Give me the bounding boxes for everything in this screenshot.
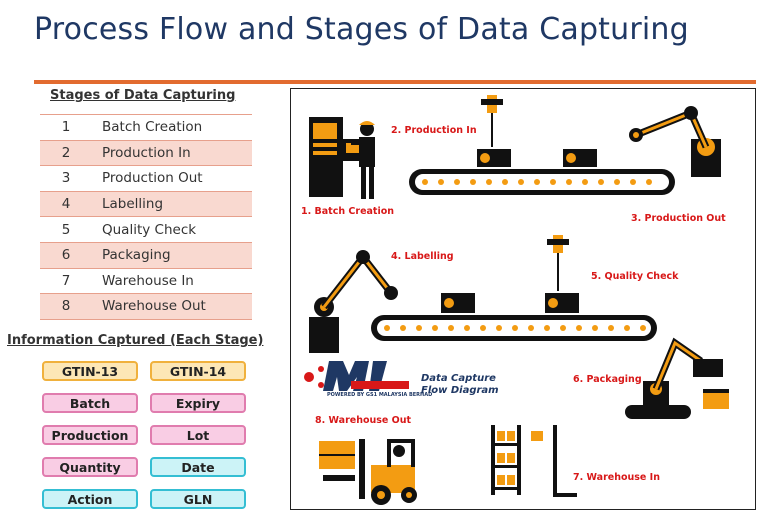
stage-name: Production In xyxy=(102,144,191,161)
flow-diagram: 2. Production In 1. Batch Creation 3. Pr… xyxy=(290,88,756,510)
label-warehouse-out: 8. Warehouse Out xyxy=(315,415,412,426)
chip-quantity: Quantity xyxy=(42,457,138,477)
logo-line-1: Data Capture xyxy=(421,373,496,384)
packaging-robot-icon xyxy=(625,337,729,419)
conveyor-belt-1-icon xyxy=(409,169,675,195)
stage-row: 1 Batch Creation xyxy=(40,114,252,140)
stage-row: 6 Packaging xyxy=(40,241,252,268)
chip-gtin13: GTIN-13 xyxy=(42,361,138,381)
chip-gtin14: GTIN-14 xyxy=(150,361,246,381)
stage-row: 8 Warehouse Out xyxy=(40,293,252,319)
engine-part-icon xyxy=(441,293,579,313)
stage-row: 3 Production Out xyxy=(40,165,252,191)
stage-number: 7 xyxy=(61,272,71,289)
info-heading: Information Captured (Each Stage) xyxy=(7,333,264,348)
stage-number: 4 xyxy=(61,196,71,213)
stage-name: Packaging xyxy=(102,247,171,264)
warehouse-shelf-icon xyxy=(491,425,577,497)
stages-heading: Stages of Data Capturing xyxy=(50,88,236,103)
label-batch-creation: 1. Batch Creation xyxy=(301,206,395,217)
stage-name: Quality Check xyxy=(102,221,197,238)
label-labelling: 4. Labelling xyxy=(391,251,454,262)
stage-row: 2 Production In xyxy=(40,139,252,166)
stage-row: 7 Warehouse In xyxy=(40,267,252,294)
control-console-icon xyxy=(309,117,363,197)
stage-name: Labelling xyxy=(102,196,164,213)
chip-expiry: Expiry xyxy=(150,393,246,413)
overhead-crane-2-icon xyxy=(547,235,569,291)
label-packaging: 6. Packaging xyxy=(573,374,642,385)
logo-line-2: Flow Diagram xyxy=(421,385,499,396)
flow-diagram-art xyxy=(304,95,729,505)
stage-name: Batch Creation xyxy=(102,119,203,136)
engine-part-icon xyxy=(477,149,597,167)
page-title: Process Flow and Stages of Data Capturin… xyxy=(34,12,689,47)
conveyor-belt-2-icon xyxy=(371,315,657,341)
label-production-out: 3. Production Out xyxy=(631,213,726,224)
chip-production: Production xyxy=(42,425,138,445)
stage-number: 1 xyxy=(61,119,71,136)
forklift-icon xyxy=(319,439,417,505)
stage-number: 2 xyxy=(61,144,71,161)
robot-arm-1-icon xyxy=(629,106,721,177)
stage-name: Warehouse In xyxy=(102,272,194,289)
overhead-crane-1-icon xyxy=(481,95,503,147)
stage-number: 6 xyxy=(61,247,71,264)
stage-name: Production Out xyxy=(102,170,203,187)
label-production-in: 2. Production In xyxy=(391,125,477,136)
stage-row: 4 Labelling xyxy=(40,190,252,217)
chip-date: Date xyxy=(150,457,246,477)
stage-number: 3 xyxy=(61,170,71,187)
logo-powered-by: POWERED BY GS1 MALAYSIA BERHAD xyxy=(327,392,433,398)
stage-number: 8 xyxy=(61,298,71,315)
chip-gln: GLN xyxy=(150,489,246,509)
chip-batch: Batch xyxy=(42,393,138,413)
robot-arm-2-icon xyxy=(309,250,398,353)
stage-number: 5 xyxy=(61,221,71,238)
mytrack-logo-icon xyxy=(304,361,409,391)
label-quality-check: 5. Quality Check xyxy=(591,271,679,282)
table-bottom-rule xyxy=(40,318,252,320)
worker-icon xyxy=(351,121,375,199)
chip-action: Action xyxy=(42,489,138,509)
label-warehouse-in: 7. Warehouse In xyxy=(573,472,660,483)
accent-rule xyxy=(34,80,756,84)
stages-table: 1 Batch Creation 2 Production In 3 Producti… xyxy=(40,114,252,320)
stage-name: Warehouse Out xyxy=(102,298,206,315)
stage-row: 5 Quality Check xyxy=(40,216,252,242)
chip-lot: Lot xyxy=(150,425,246,445)
